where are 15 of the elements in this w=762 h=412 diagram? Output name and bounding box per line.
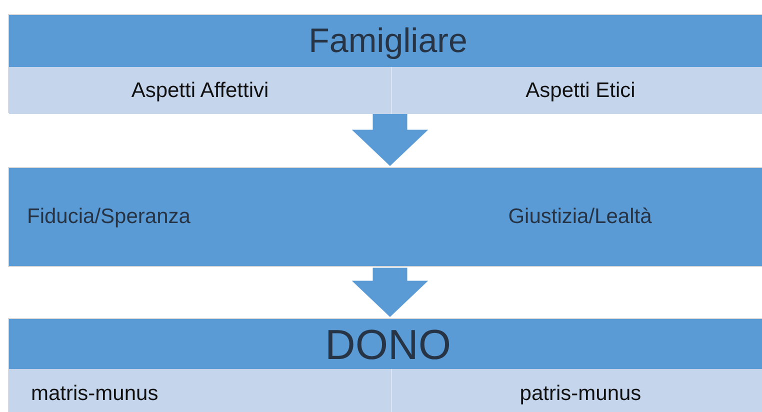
cell-box: [9, 67, 391, 114]
cell-box: [9, 369, 391, 412]
header-box: [8, 14, 762, 113]
cell-box: [391, 369, 762, 412]
box-label: Fiducia/Speranza: [27, 205, 190, 229]
header-box: [8, 318, 762, 412]
box-label: Giustizia/Lealtà: [507, 205, 653, 229]
cell-label: Aspetti Affettivi: [131, 78, 269, 102]
cell-label: patris-munus: [520, 382, 642, 406]
process-box: [8, 167, 762, 267]
cell-label: matris-munus: [31, 382, 158, 406]
cell-label: Aspetti Etici: [526, 78, 636, 102]
header-label: DONO: [324, 320, 452, 370]
cell-box: [391, 67, 762, 114]
header-label: Famigliare: [308, 21, 468, 62]
